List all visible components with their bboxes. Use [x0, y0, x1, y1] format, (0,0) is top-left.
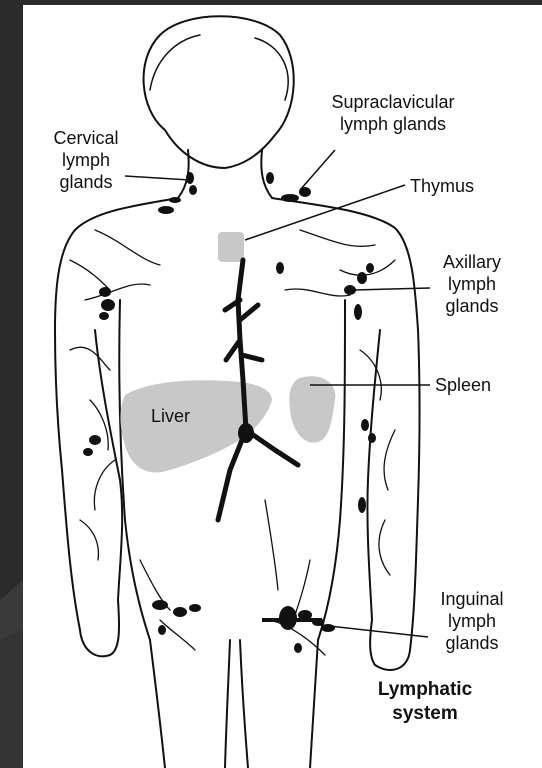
liver-label: Liver — [151, 405, 190, 427]
inguinal-label: Inguinal lymph glands — [427, 588, 517, 654]
diagram-title: Lymphatic system — [365, 678, 485, 726]
cervical-leader — [125, 176, 190, 180]
supraclavicular-label: Supraclavicular lymph glands — [313, 91, 473, 135]
head-outline — [144, 16, 294, 168]
axillary-leader — [355, 288, 430, 290]
thymus-label: Thymus — [410, 175, 474, 197]
supraclavicular-leader — [300, 150, 335, 190]
cervical-label: Cervical lymph glands — [38, 127, 134, 193]
lymphatic-diagram: Cervical lymph glands Supraclavicular ly… — [23, 5, 542, 768]
spleen-label: Spleen — [435, 374, 491, 396]
thymus-shape — [218, 232, 244, 262]
spleen-shape — [289, 376, 335, 442]
axillary-label: Axillary lymph glands — [427, 251, 517, 317]
